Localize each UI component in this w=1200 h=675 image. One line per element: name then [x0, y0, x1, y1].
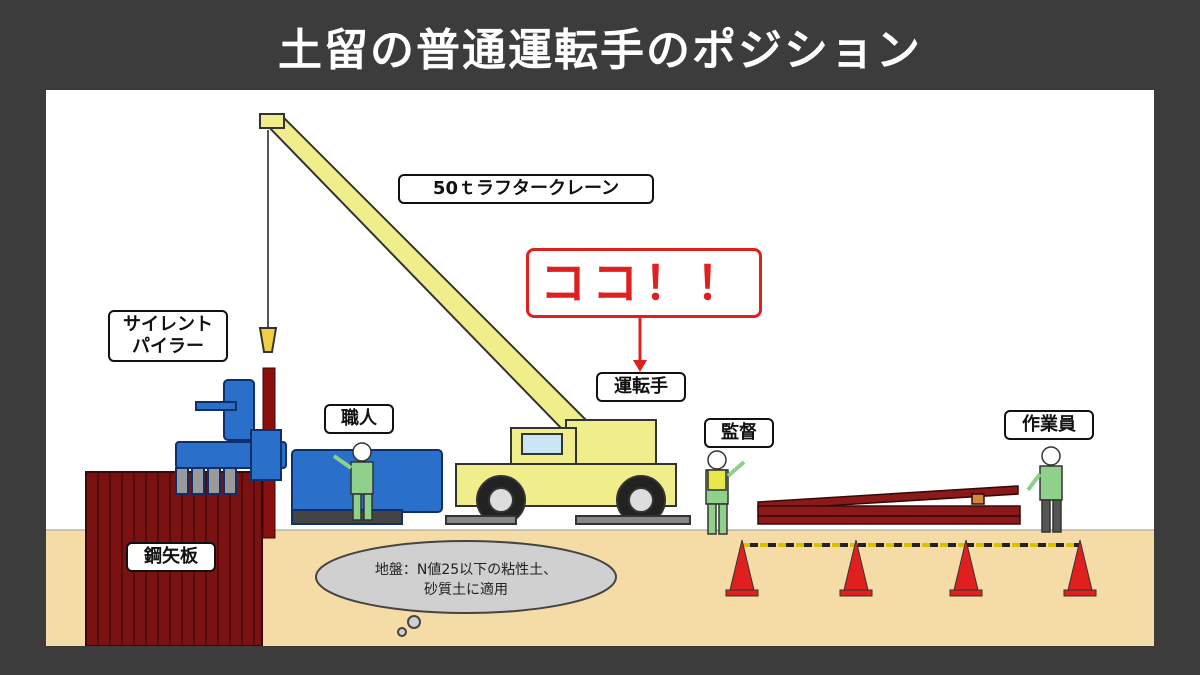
construction-scene: 50ｔラフタークレーン ココ！！ 運転手 サイレント パイラー 職人 監督 作業… — [46, 90, 1154, 646]
sheet-pile-label: 鋼矢板 — [126, 542, 216, 572]
scene-illustration — [46, 113, 1154, 646]
stacked-sheet-piles — [757, 485, 1021, 525]
silent-piler-label-line2: パイラー — [132, 336, 204, 357]
operator-label: 運転手 — [596, 372, 686, 402]
worker-label: 作業員 — [1004, 410, 1094, 440]
ground-note: 地盤：N値25以下の粘性土、 砂質土に適用 — [346, 560, 586, 600]
supervisor-figure — [705, 450, 746, 535]
crane-label: 50ｔラフタークレーン — [398, 174, 654, 204]
craftsman-figure — [332, 442, 374, 521]
supervisor-label: 監督 — [704, 418, 774, 448]
silent-piler-label-line1: サイレント — [123, 314, 213, 335]
page-title: 土留の普通運転手のポジション — [278, 25, 922, 76]
silent-piler-label: サイレント パイラー — [108, 310, 228, 362]
ground-note-cloud — [315, 540, 617, 637]
rough-terrain-crane — [445, 419, 691, 525]
ground-note-line1: 地盤：N値25以下の粘性土、 — [374, 562, 558, 578]
traffic-cones — [725, 539, 1097, 597]
crane-hook — [258, 327, 278, 353]
worker-figure — [1026, 446, 1063, 533]
craftsman-label: 職人 — [324, 404, 394, 434]
ground-note-line2: 砂質土に適用 — [424, 582, 508, 598]
silent-piler — [175, 379, 287, 495]
callout-box: ココ！！ — [526, 248, 762, 318]
